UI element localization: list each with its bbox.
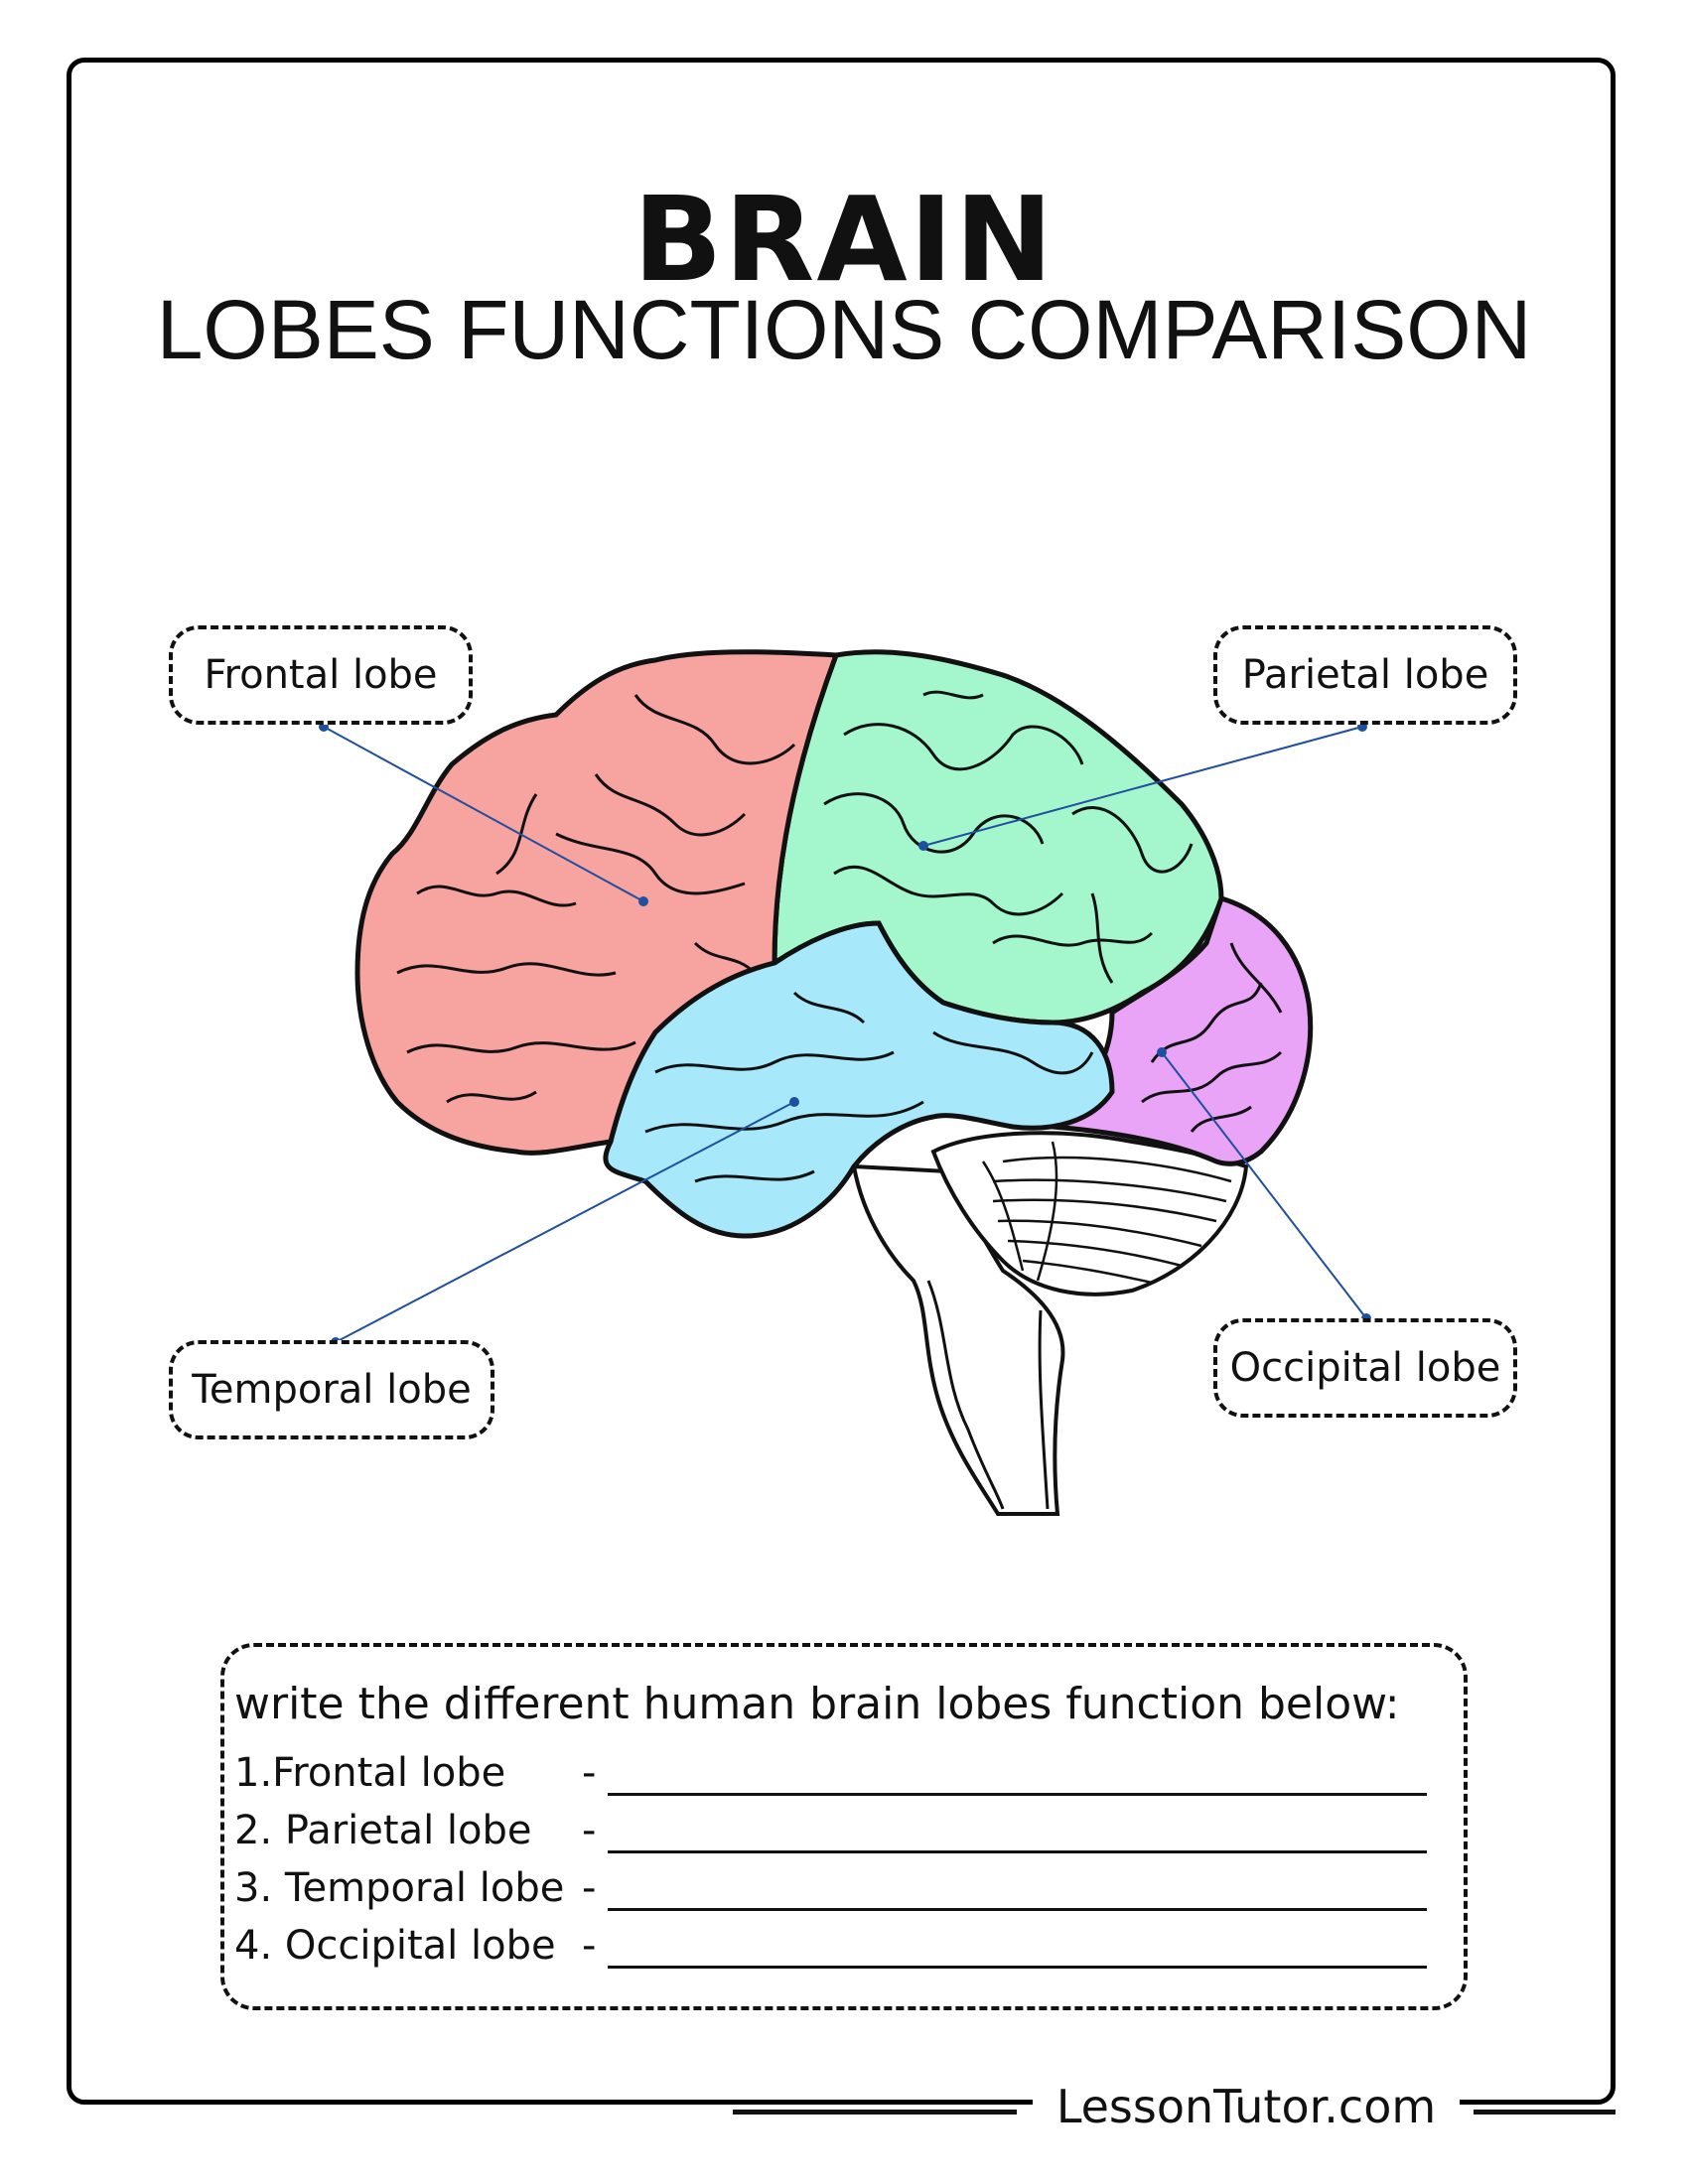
footer-rule-left [733, 2110, 1017, 2115]
worksheet-item: 2. Parietal lobe - [234, 1808, 1427, 1853]
footer-site-name: LessonTutor.com [1033, 2080, 1460, 2135]
answer-line[interactable] [608, 1870, 1427, 1911]
leader-line-frontal [323, 726, 644, 902]
temporal-lobe [603, 920, 1115, 1239]
page-title: BRAIN [633, 171, 1055, 308]
label-frontal-lobe: Frontal lobe [169, 625, 473, 725]
cerebellum [930, 1131, 1249, 1297]
leader-line-occipital [1161, 1051, 1367, 1319]
occipital-lobe [1046, 894, 1314, 1166]
leader-line-temporal [335, 1101, 795, 1343]
footer-rule-right [1474, 2110, 1616, 2115]
worksheet-box: write the different human brain lobes fu… [220, 1643, 1468, 2010]
label-parietal-lobe: Parietal lobe [1213, 625, 1517, 725]
worksheet-item-dash: - [582, 1808, 597, 1853]
leader-line-parietal [922, 726, 1363, 847]
worksheet-item-dash: - [582, 1750, 597, 1796]
worksheet-item-label: 1.Frontal lobe [234, 1750, 506, 1796]
worksheet-instruction: write the different human brain lobes fu… [234, 1679, 1400, 1729]
worksheet-item-label: 3. Temporal lobe [234, 1865, 565, 1911]
answer-line[interactable] [608, 1755, 1427, 1796]
page-subtitle: LOBES FUNCTIONS COMPARISON [156, 283, 1532, 376]
worksheet-item-dash: - [582, 1865, 597, 1911]
worksheet-item: 4. Occipital lobe - [234, 1923, 1427, 1969]
worksheet-item-dash: - [582, 1923, 597, 1969]
answer-line[interactable] [608, 1813, 1427, 1853]
worksheet-item-label: 2. Parietal lobe [234, 1808, 532, 1853]
label-occipital-lobe: Occipital lobe [1213, 1318, 1517, 1418]
worksheet-item: 3. Temporal lobe - [234, 1865, 1427, 1911]
brain-stem [851, 1163, 1065, 1516]
worksheet-item-label: 4. Occipital lobe [234, 1923, 556, 1969]
label-temporal-lobe: Temporal lobe [169, 1340, 494, 1439]
page-border [67, 58, 1616, 2105]
worksheet-item: 1.Frontal lobe - [234, 1750, 1427, 1796]
answer-line[interactable] [608, 1928, 1427, 1969]
